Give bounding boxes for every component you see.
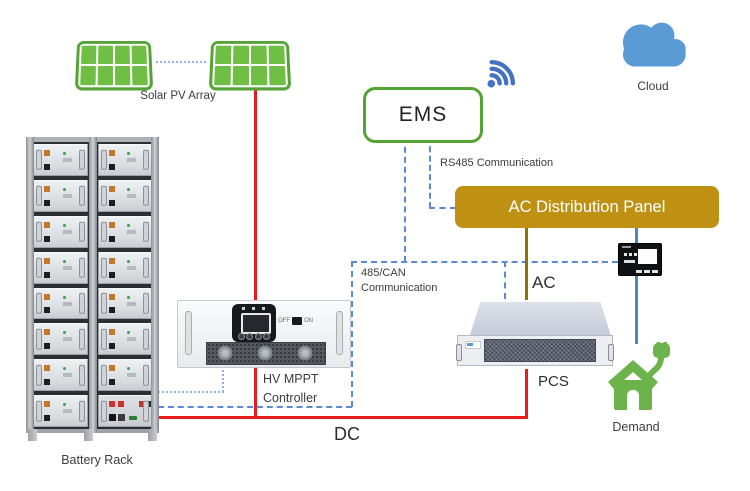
- ems-rs485-drop-line: [429, 137, 431, 208]
- acpanel-to-pcs-line: [525, 228, 528, 300]
- mppt-controller-node[interactable]: OFF ON: [177, 300, 351, 368]
- can-bus-to-pcs-line: [504, 261, 506, 299]
- battery-module: [97, 359, 152, 392]
- can-label-line2: Communication: [361, 281, 438, 294]
- battery-rack-label: Battery Rack: [61, 453, 133, 467]
- pcs-front-face: [456, 335, 614, 366]
- battery-module: [97, 179, 152, 212]
- solar-panel-icon: [208, 41, 292, 91]
- solar-panel-icon: [74, 41, 154, 91]
- pcs-logo-sticker: [465, 341, 481, 349]
- rack-handle: [336, 311, 343, 355]
- pcs-node[interactable]: [453, 298, 619, 370]
- power-meter-icon: [618, 243, 662, 276]
- rack-handle: [608, 344, 614, 361]
- demand-house-icon: [608, 342, 670, 410]
- switch-off-label: OFF: [278, 318, 290, 324]
- can-bus-left-drop-line: [351, 261, 353, 407]
- mppt-label-line1: HV MPPT: [263, 372, 319, 386]
- battery-module: [33, 287, 88, 320]
- rack-leg: [28, 429, 37, 441]
- pcs-to-dc-bus-line: [525, 369, 528, 419]
- cloud-label: Cloud: [637, 79, 669, 93]
- dc-bus-line: [158, 416, 528, 419]
- cloud-icon: [622, 22, 686, 67]
- ems-to-can-bus-line: [404, 137, 406, 262]
- dc-label: DC: [334, 424, 360, 444]
- solar-array-label: Solar PV Array: [140, 90, 216, 102]
- rs485-communication-label: RS485 Communication: [440, 157, 554, 169]
- battery-module: [33, 215, 88, 248]
- switch-on-label: ON: [304, 318, 313, 324]
- rack-handle: [456, 344, 462, 361]
- battery-module: [97, 144, 152, 176]
- ac-distribution-panel-label: AC Distribution Panel: [508, 197, 666, 216]
- battery-module: [33, 395, 88, 427]
- battery-module: [97, 323, 152, 356]
- mppt-label-line2: Controller: [263, 390, 318, 405]
- battery-to-mppt-dotted-riser: [222, 366, 224, 392]
- bms-module: [97, 395, 152, 427]
- pcs-mesh-grille: [484, 339, 596, 362]
- mppt-screen: [241, 313, 271, 334]
- meter-screen: [638, 249, 657, 264]
- battery-module: [97, 215, 152, 248]
- rack-post: [151, 137, 159, 433]
- pcs-top-face: [469, 302, 611, 336]
- mppt-display: [232, 304, 276, 342]
- battery-module: [33, 251, 88, 284]
- solar-panel-cells: [80, 45, 148, 86]
- battery-modules: [33, 144, 152, 427]
- mppt-vent-grille: [206, 342, 326, 365]
- pv-to-mppt-line: [254, 86, 257, 301]
- rack-handle: [185, 311, 192, 355]
- mppt-buttons[interactable]: [238, 333, 270, 340]
- battery-module: [33, 179, 88, 212]
- pcs-label: PCS: [538, 373, 569, 390]
- rs485-to-acpanel-line: [429, 207, 456, 209]
- switch-toggle[interactable]: [292, 317, 302, 325]
- can-bus-horizontal-line: [351, 261, 618, 263]
- rack-leg: [84, 429, 93, 441]
- battery-module: [97, 251, 152, 284]
- rack-post: [26, 137, 34, 433]
- rack-leg: [148, 429, 157, 441]
- rack-post: [88, 137, 97, 433]
- mppt-label: HV MPPT Controller: [263, 370, 319, 408]
- mppt-power-switch[interactable]: OFF ON: [278, 317, 313, 325]
- can-communication-label: 485/CAN Communication: [361, 266, 437, 296]
- pv-array-link-line: [156, 61, 206, 63]
- solar-panel-cells: [214, 45, 286, 86]
- ems-node[interactable]: EMS: [363, 87, 483, 143]
- battery-module: [97, 287, 152, 320]
- acpanel-to-demand-line: [635, 228, 638, 344]
- ac-distribution-panel-node[interactable]: AC Distribution Panel: [455, 186, 719, 228]
- battery-module: [33, 323, 88, 356]
- wifi-icon: [487, 59, 516, 88]
- can-label-line1: 485/CAN: [361, 267, 406, 279]
- can-bus-to-battery-line: [158, 406, 352, 408]
- mppt-to-dc-bus-line: [254, 365, 257, 418]
- battery-module: [33, 144, 88, 176]
- battery-rack-node[interactable]: [26, 137, 159, 441]
- ac-label: AC: [532, 273, 556, 292]
- ems-label: EMS: [398, 103, 448, 126]
- battery-module: [33, 359, 88, 392]
- battery-to-mppt-dotted-line: [158, 391, 224, 393]
- demand-label: Demand: [612, 420, 660, 434]
